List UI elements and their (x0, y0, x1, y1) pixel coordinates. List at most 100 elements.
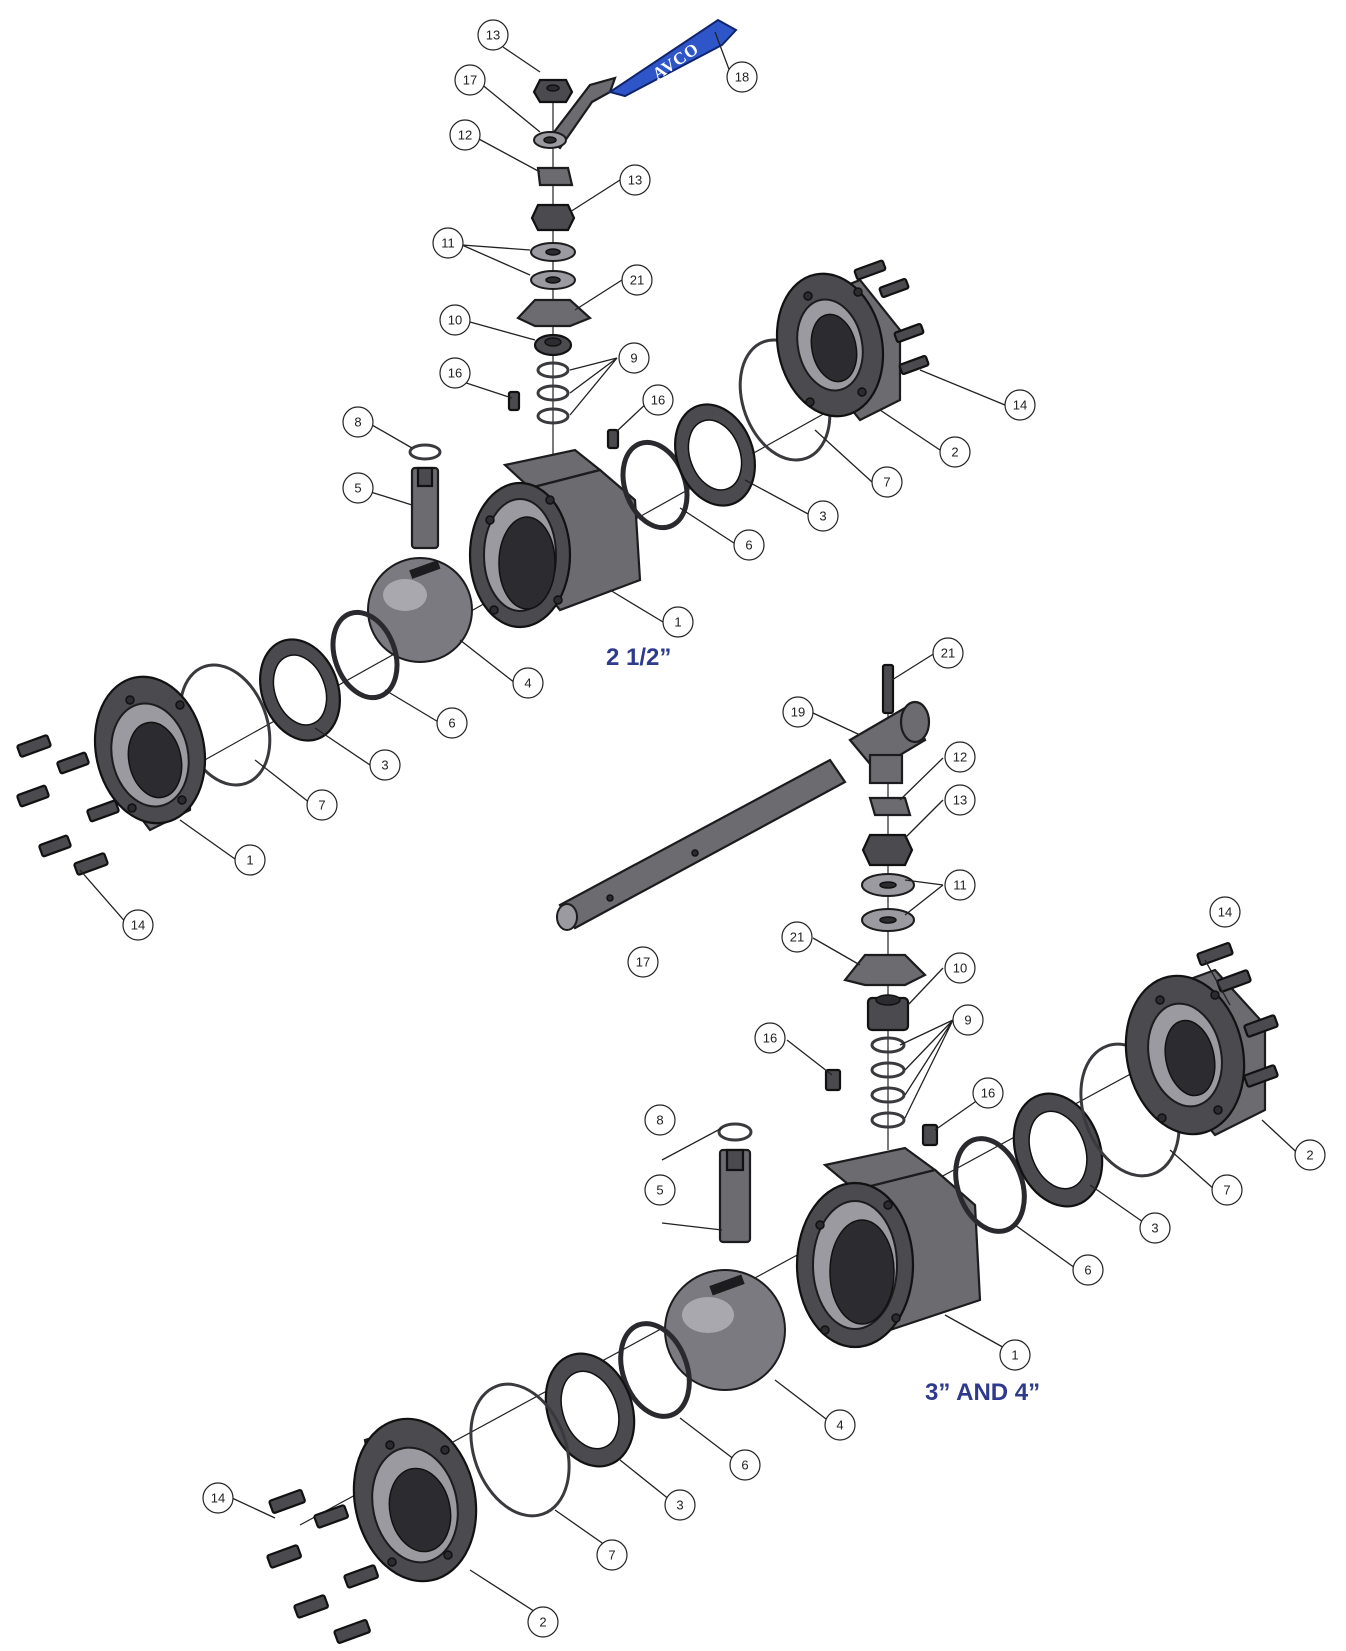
bolt-21-top (881, 663, 895, 715)
svg-text:16: 16 (448, 366, 462, 381)
bolts-right-large (1196, 942, 1279, 1088)
seat-ring-6-right-large (953, 1136, 1027, 1234)
svg-text:10: 10 (953, 961, 967, 976)
nut-13-large (861, 833, 914, 867)
svg-text:7: 7 (1223, 1183, 1230, 1198)
svg-text:1: 1 (1011, 1348, 1018, 1363)
lever-handle: AVCO (533, 18, 738, 150)
callout-9: 9 (618, 342, 650, 374)
svg-text:6: 6 (745, 538, 752, 553)
callout-14-left-large: 14 (202, 1482, 234, 1514)
callout-14-right: 14 (1004, 389, 1036, 421)
bolts-right-small (853, 259, 930, 376)
svg-text:8: 8 (656, 1113, 663, 1128)
svg-text:12: 12 (458, 128, 472, 143)
size-label-small: 2 1/2” (606, 644, 671, 671)
stem-5 (410, 466, 440, 550)
callout-6-right-large: 6 (1072, 1254, 1104, 1286)
set-screw-16a (507, 390, 521, 412)
callout-13-top: 13 (477, 19, 509, 51)
callout-13-large: 13 (944, 784, 976, 816)
stop-plate-21 (516, 298, 593, 328)
svg-text:14: 14 (131, 918, 145, 933)
handle-bar-17 (556, 758, 847, 931)
svg-text:19: 19 (791, 705, 805, 720)
end-cap-right-large (1124, 968, 1267, 1137)
size-label-large: 3” AND 4” (925, 1379, 1040, 1406)
callout-18: 18 (726, 61, 758, 93)
svg-text:7: 7 (318, 798, 325, 813)
bolts-left-large (266, 1489, 379, 1644)
svg-text:7: 7 (883, 475, 890, 490)
seat-ring-6-left (330, 609, 400, 701)
valve-body-small (468, 448, 642, 629)
assembly-large (231, 652, 1306, 1644)
svg-text:16: 16 (651, 393, 665, 408)
svg-text:3: 3 (676, 1498, 683, 1513)
svg-text:7: 7 (608, 1548, 615, 1563)
callout-11-large: 11 (944, 869, 976, 901)
callout-10: 10 (439, 304, 471, 336)
callout-3-right: 3 (807, 500, 839, 532)
callout-14-left: 14 (122, 909, 154, 941)
set-screw-16b (606, 428, 620, 450)
lock-plate-12-large (868, 796, 912, 817)
packing-9d-large (870, 1111, 906, 1129)
svg-text:2: 2 (951, 445, 958, 460)
svg-text:18: 18 (735, 70, 749, 85)
svg-text:4: 4 (836, 1418, 843, 1433)
svg-text:2: 2 (539, 1615, 546, 1630)
o-ring-8-large (717, 1122, 753, 1142)
callout-16-right: 16 (642, 384, 674, 416)
callout-5: 5 (342, 472, 374, 504)
set-screw-16a-large (824, 1068, 842, 1092)
svg-text:3: 3 (1151, 1221, 1158, 1236)
svg-text:8: 8 (354, 415, 361, 430)
svg-text:1: 1 (246, 853, 253, 868)
svg-text:6: 6 (741, 1458, 748, 1473)
callout-5-large: 5 (644, 1174, 676, 1206)
stop-plate-21-large (843, 953, 927, 987)
handle-grip (607, 18, 738, 98)
svg-text:9: 9 (964, 1013, 971, 1028)
packing-9a-large (870, 1036, 906, 1054)
callout-3-right-large: 3 (1139, 1212, 1171, 1244)
svg-text:14: 14 (211, 1491, 225, 1506)
callout-9-large: 9 (952, 1004, 984, 1036)
callout-12: 12 (449, 119, 481, 151)
callout-7-left: 7 (306, 789, 338, 821)
callout-1-body: 1 (662, 606, 694, 638)
callout-16-right-large: 16 (972, 1077, 1004, 1109)
callout-11: 11 (432, 227, 464, 259)
callout-4-large: 4 (824, 1409, 856, 1441)
svg-text:13: 13 (953, 793, 967, 808)
callout-21: 21 (621, 264, 653, 296)
callout-17-large: 17 (627, 946, 659, 978)
nut-13 (530, 203, 576, 232)
svg-text:17: 17 (636, 955, 650, 970)
svg-text:21: 21 (790, 930, 804, 945)
callout-4: 4 (512, 667, 544, 699)
svg-text:17: 17 (463, 73, 477, 88)
callout-1-cap: 1 (234, 844, 266, 876)
svg-text:14: 14 (1013, 398, 1027, 413)
callout-16-left-large: 16 (754, 1022, 786, 1054)
packing-9b (536, 384, 570, 402)
o-ring-8 (408, 443, 442, 461)
svg-text:2: 2 (1306, 1148, 1313, 1163)
callout-21-top-large: 21 (932, 637, 964, 669)
callout-6-left-large: 6 (729, 1449, 761, 1481)
packing-9c (536, 407, 570, 425)
callout-6-left: 6 (436, 707, 468, 739)
ball-4-large (664, 1269, 786, 1391)
nut-top (532, 78, 574, 104)
svg-text:21: 21 (941, 646, 955, 661)
callout-19: 19 (782, 696, 814, 728)
end-cap-left-small (93, 675, 207, 832)
callout-6-right: 6 (733, 529, 765, 561)
callout-17: 17 (454, 64, 486, 96)
callouts: 13 17 18 12 13 11 21 10 9 16 16 8 5 14 2… (122, 19, 1326, 1638)
callout-10-large: 10 (944, 952, 976, 984)
gasket-7-left-large (469, 1382, 571, 1518)
